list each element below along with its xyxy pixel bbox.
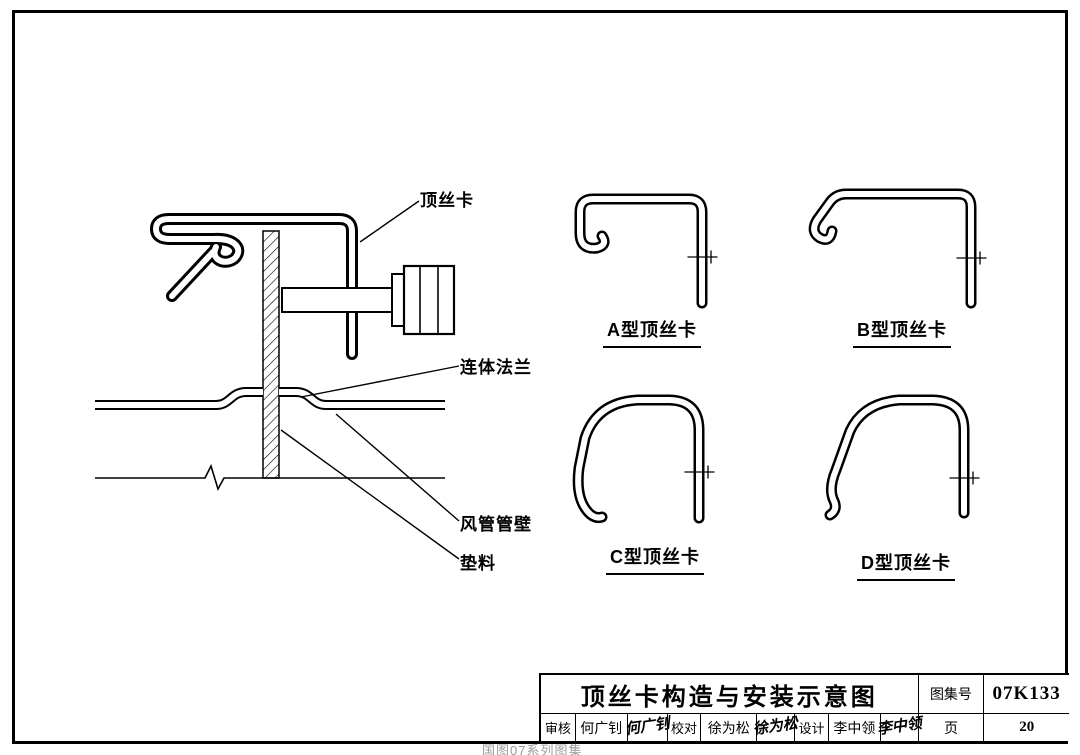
clamp-type-c-profile bbox=[572, 394, 715, 524]
proofreader-signature: 徐为松 bbox=[752, 714, 799, 741]
clamp-profile bbox=[150, 213, 358, 360]
review-label: 审核 bbox=[544, 721, 571, 736]
designer-name: 李中领 bbox=[828, 714, 880, 741]
page-number: 20 bbox=[983, 714, 1069, 741]
seam-gasket-hatch bbox=[262, 230, 280, 479]
bolt-hex-head bbox=[402, 264, 456, 336]
title-block: 顶丝卡构造与安装示意图 图集号 07K133 审核 何广钊 何广钊 校对 徐为松… bbox=[539, 673, 1069, 741]
signature-text: 徐为松 bbox=[752, 714, 799, 739]
design-label: 设计 bbox=[794, 714, 828, 741]
sheet-title: 顶丝卡构造与安装示意图 bbox=[580, 683, 878, 711]
leader-lines bbox=[280, 200, 460, 560]
caption-type-d: D型顶丝卡 bbox=[857, 549, 955, 581]
label-clamp: 顶丝卡 bbox=[420, 191, 474, 210]
duct-wall-break-line bbox=[95, 463, 445, 492]
signature-text: 李中领 bbox=[875, 714, 923, 739]
leader-gasket bbox=[280, 429, 460, 560]
page-label: 页 bbox=[917, 714, 984, 741]
atlas-no-label: 图集号 bbox=[917, 675, 984, 713]
reviewer-name: 何广钊 bbox=[574, 714, 627, 741]
leader-clamp bbox=[359, 200, 420, 243]
atlas-no-value: 07K133 bbox=[983, 675, 1069, 713]
caption-type-a: A型顶丝卡 bbox=[603, 316, 701, 348]
reviewer-signature: 何广钊 bbox=[623, 714, 670, 741]
bolt-shaft bbox=[281, 287, 401, 313]
label-flange: 连体法兰 bbox=[460, 358, 532, 377]
caption-type-c: C型顶丝卡 bbox=[606, 543, 704, 575]
flange-profile bbox=[95, 387, 445, 410]
designer-signature: 李中领 bbox=[876, 714, 923, 741]
label-gasket: 垫料 bbox=[460, 554, 496, 573]
bolt-washer bbox=[391, 273, 405, 327]
leader-duct-wall bbox=[335, 413, 460, 522]
proofreader-name: 徐为松 bbox=[700, 714, 756, 741]
leader-flange bbox=[300, 365, 460, 398]
series-watermark: 国图07系列图集 bbox=[482, 743, 583, 755]
clamp-type-b-profile bbox=[808, 188, 987, 309]
clamp-type-a-profile bbox=[574, 193, 718, 309]
caption-type-b: B型顶丝卡 bbox=[853, 316, 951, 348]
proof-label: 校对 bbox=[666, 714, 701, 741]
set-screw-bolt bbox=[281, 264, 456, 336]
clamp-type-d-profile bbox=[824, 394, 980, 521]
label-duct-wall: 风管管壁 bbox=[460, 515, 532, 534]
sheet-border bbox=[12, 10, 1068, 744]
signature-text: 何广钊 bbox=[623, 714, 671, 739]
